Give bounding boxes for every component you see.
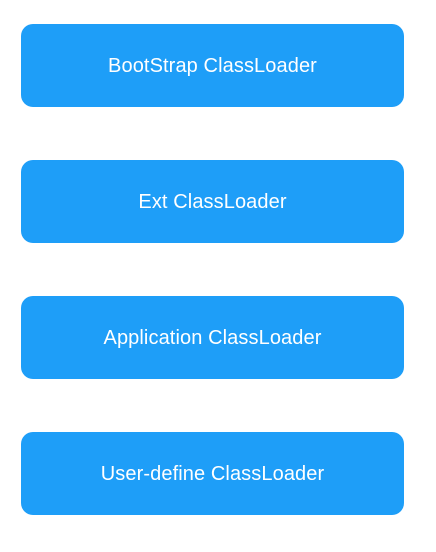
bootstrap-classloader-box: BootStrap ClassLoader <box>21 24 404 107</box>
application-classloader-label: Application ClassLoader <box>103 326 322 349</box>
user-define-classloader-box: User-define ClassLoader <box>21 432 404 515</box>
bootstrap-classloader-label: BootStrap ClassLoader <box>108 54 317 77</box>
application-classloader-box: Application ClassLoader <box>21 296 404 379</box>
ext-classloader-box: Ext ClassLoader <box>21 160 404 243</box>
user-define-classloader-label: User-define ClassLoader <box>100 462 325 485</box>
ext-classloader-label: Ext ClassLoader <box>138 190 287 213</box>
